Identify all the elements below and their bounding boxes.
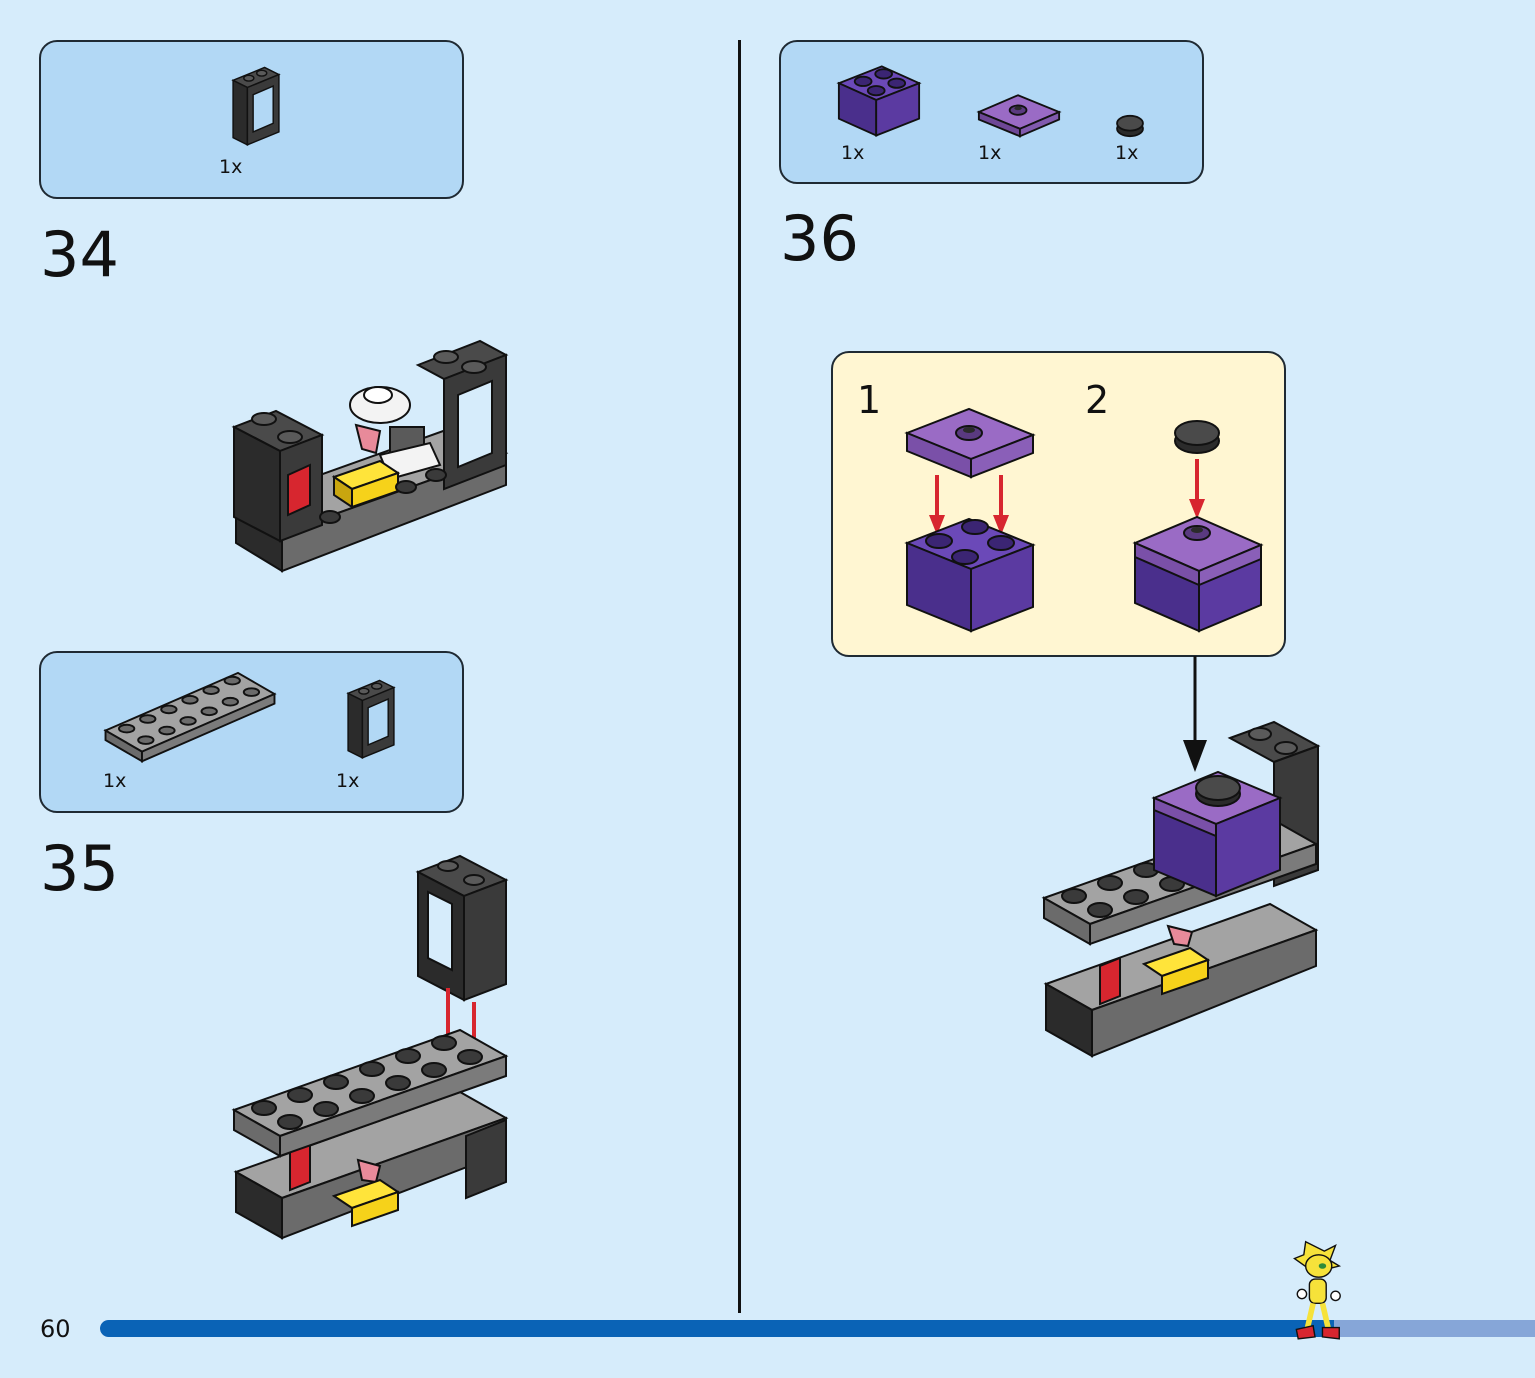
lavender-jumper-plate-part-icon — [976, 94, 1062, 138]
progress-bar — [100, 1320, 1535, 1337]
step-number: 35 — [40, 832, 119, 905]
gray-plate-part-icon — [103, 671, 277, 763]
purple-brick-part-icon — [836, 65, 922, 137]
step-35-parts-box: 1x 1x — [39, 651, 464, 813]
part-quantity: 1x — [336, 770, 360, 792]
step-36-model-illustration — [1041, 720, 1321, 1058]
step-34-parts-box: 1x — [39, 40, 464, 199]
substep-2-illustration — [1132, 420, 1264, 633]
part-quantity: 1x — [978, 142, 1002, 164]
round-tile-part-icon — [1116, 114, 1144, 138]
step-number: 36 — [780, 202, 859, 275]
step-36-parts-box: 1x 1x 1x — [779, 40, 1204, 184]
column-divider — [738, 40, 741, 1313]
part-quantity: 1x — [219, 156, 243, 178]
substep-1-illustration — [904, 407, 1036, 633]
substep-number: 2 — [1085, 378, 1110, 422]
substep-callout-box: 1 2 — [831, 351, 1286, 657]
window-frame-part-icon — [231, 66, 281, 146]
step-35-model-illustration — [231, 854, 509, 1240]
part-quantity: 1x — [103, 770, 127, 792]
running-character-icon — [1293, 1240, 1342, 1340]
page-number: 60 — [40, 1315, 71, 1343]
step-number: 34 — [40, 218, 119, 291]
substep-number: 1 — [857, 378, 882, 422]
part-quantity: 1x — [1115, 142, 1139, 164]
progress-bar-fill — [100, 1320, 1335, 1337]
substep-attach-arrow — [1183, 656, 1207, 772]
window-frame-part-icon — [346, 679, 396, 759]
step-34-model-illustration — [231, 339, 509, 573]
part-quantity: 1x — [841, 142, 865, 164]
